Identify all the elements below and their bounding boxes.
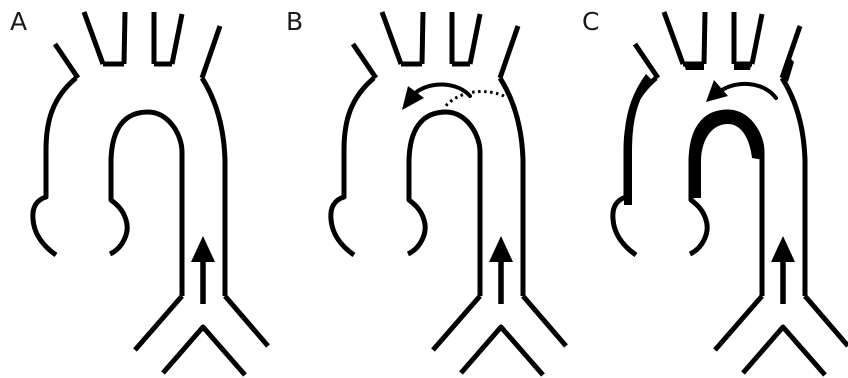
panel-a-antegrade-arrow <box>191 236 215 304</box>
panel-b-retrograde-arrow <box>402 84 470 110</box>
panel-c-thickened-branch-left <box>683 62 704 70</box>
panel-b-aorta <box>331 12 566 375</box>
panel-b-dotted-reflux-path <box>444 92 504 108</box>
panel-c-retrograde-arrow <box>706 80 776 102</box>
panel-b-antegrade-arrow <box>489 236 513 304</box>
panel-c-aorta <box>613 12 848 375</box>
panel-c-thickened-inner-arch <box>691 110 764 198</box>
panel-c: C <box>582 7 848 375</box>
panel-c-label: C <box>582 7 599 36</box>
panel-a-label: A <box>10 7 27 36</box>
panel-c-thickened-left-wall <box>624 74 652 205</box>
panel-b-label: B <box>286 7 303 36</box>
panel-c-thickened-branch-right <box>734 62 752 70</box>
panel-a-aorta <box>33 12 268 375</box>
panel-c-antegrade-arrow <box>771 236 795 304</box>
panel-a: A <box>10 7 268 375</box>
panel-b: B <box>286 7 566 375</box>
